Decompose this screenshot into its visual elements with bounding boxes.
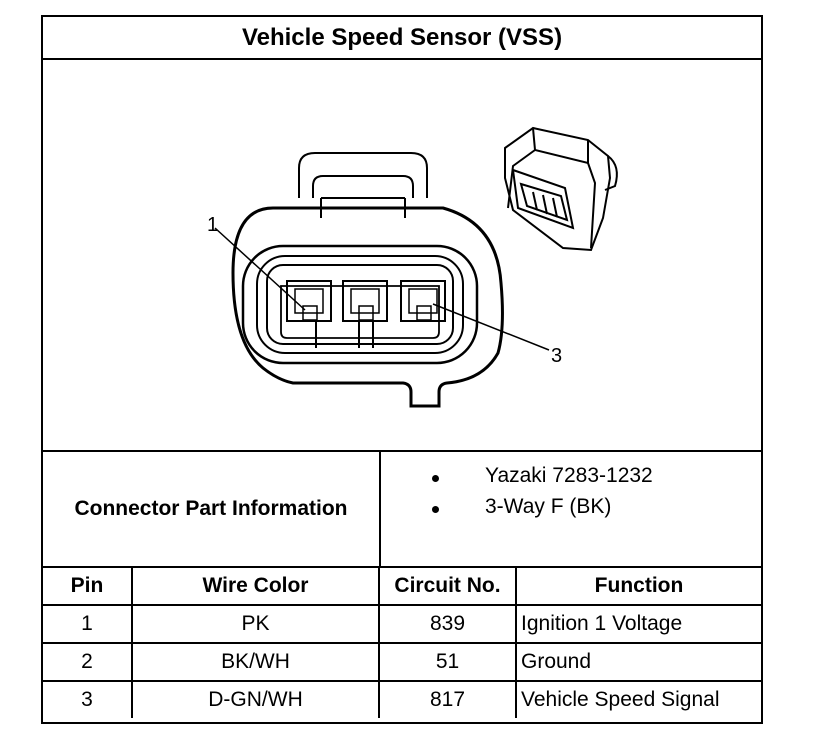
callout-leader-1 xyxy=(214,227,306,311)
cell-circuit-no: 839 xyxy=(378,604,517,644)
terminal-3 xyxy=(400,280,446,322)
connector-face-outer xyxy=(241,244,479,365)
connector-sheet: Vehicle Speed Sensor (VSS) xyxy=(41,15,763,724)
cell-circuit-no: 817 xyxy=(378,680,517,718)
connector-info-list: Yazaki 7283-1232 3-Way F (BK) xyxy=(381,452,761,566)
cell-wire-color: PK xyxy=(131,604,380,644)
callout-label-1: 1 xyxy=(207,214,218,236)
cell-wire-color: D-GN/WH xyxy=(131,680,380,718)
header-wire-color: Wire Color xyxy=(131,568,380,606)
cell-function: Vehicle Speed Signal xyxy=(515,680,761,718)
callout-label-3: 3 xyxy=(551,345,562,367)
cell-pin: 2 xyxy=(43,642,133,682)
connector-figure: 1 3 xyxy=(43,58,761,452)
cell-wire-color: BK/WH xyxy=(131,642,380,682)
cell-pin: 1 xyxy=(43,604,133,644)
header-pin: Pin xyxy=(43,568,133,606)
pin-table: Pin Wire Color Circuit No. Function 1 PK… xyxy=(43,568,761,722)
list-item: Yazaki 7283-1232 xyxy=(381,462,761,492)
list-item: 3-Way F (BK) xyxy=(381,493,761,523)
bullet-icon xyxy=(432,475,439,482)
terminal-2 xyxy=(342,280,388,322)
part-number: Yazaki 7283-1232 xyxy=(485,464,653,487)
connector-face-middle xyxy=(256,255,464,354)
table-row: 2 BK/WH 51 Ground xyxy=(43,642,761,682)
terminal-1 xyxy=(286,280,332,322)
table-row: 3 D-GN/WH 817 Vehicle Speed Signal xyxy=(43,680,761,718)
connector-isometric-view xyxy=(504,126,618,252)
sheet-title: Vehicle Speed Sensor (VSS) xyxy=(43,17,761,60)
connector-type: 3-Way F (BK) xyxy=(485,495,612,518)
connector-housing-outline xyxy=(231,206,504,408)
header-function: Function xyxy=(515,568,761,606)
cell-pin: 3 xyxy=(43,680,133,718)
table-header-row: Pin Wire Color Circuit No. Function xyxy=(43,568,761,606)
bullet-icon xyxy=(432,506,439,513)
connector-part-info: Connector Part Information Yazaki 7283-1… xyxy=(43,452,761,568)
connector-info-label: Connector Part Information xyxy=(43,452,381,566)
connector-end-view-drawing: 1 3 xyxy=(207,126,618,408)
lock-tab-outline xyxy=(298,152,428,198)
cell-function: Ignition 1 Voltage xyxy=(515,604,761,644)
table-row: 1 PK 839 Ignition 1 Voltage xyxy=(43,604,761,644)
header-circuit-no: Circuit No. xyxy=(378,568,517,606)
cell-function: Ground xyxy=(515,642,761,682)
cell-circuit-no: 51 xyxy=(378,642,517,682)
callout-leader-3 xyxy=(432,303,550,351)
